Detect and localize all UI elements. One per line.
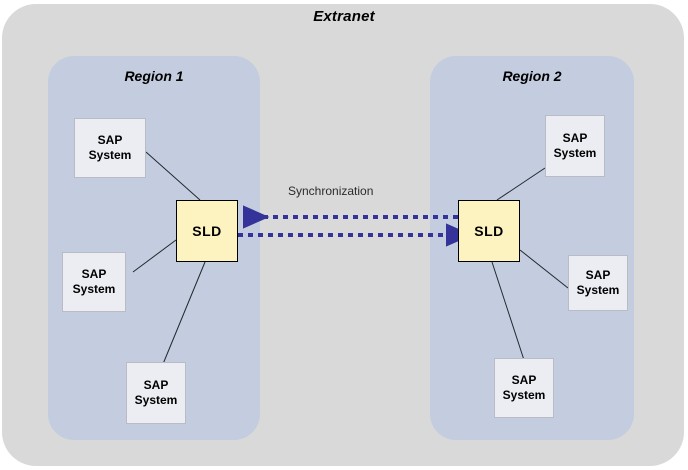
sap-system-node-r2-top[interactable]: SAP System [545, 115, 605, 177]
node-label-line1: SAP [562, 131, 588, 145]
node-label-line2: System [88, 148, 132, 162]
node-label-line2: System [502, 388, 546, 402]
node-label-line1: SAP [97, 133, 123, 147]
sap-system-node-r1-bottom[interactable]: SAP System [126, 362, 186, 424]
synchronization-label: Synchronization [288, 184, 374, 198]
node-label-line1: SAP [81, 267, 107, 281]
node-label-line2: System [576, 283, 620, 297]
node-label-line1: SAP [143, 378, 169, 392]
sap-system-node-r1-middle[interactable]: SAP System [62, 252, 126, 312]
node-label-line2: System [134, 393, 178, 407]
node-label-line2: System [553, 146, 597, 160]
sld-label: SLD [192, 222, 222, 239]
sap-system-node-r1-top[interactable]: SAP System [74, 118, 146, 178]
sld-label: SLD [474, 222, 504, 239]
sld-node-region-2[interactable]: SLD [458, 200, 520, 262]
sld-node-region-1[interactable]: SLD [176, 200, 238, 262]
node-label-line2: System [72, 282, 116, 296]
extranet-title: Extranet [313, 8, 375, 25]
sap-system-node-r2-middle[interactable]: SAP System [568, 255, 628, 311]
sap-system-node-r2-bottom[interactable]: SAP System [494, 358, 554, 418]
node-label-line1: SAP [511, 373, 537, 387]
node-label-line1: SAP [585, 268, 611, 282]
region-1-title: Region 1 [124, 68, 184, 84]
region-2-title: Region 2 [502, 68, 562, 84]
